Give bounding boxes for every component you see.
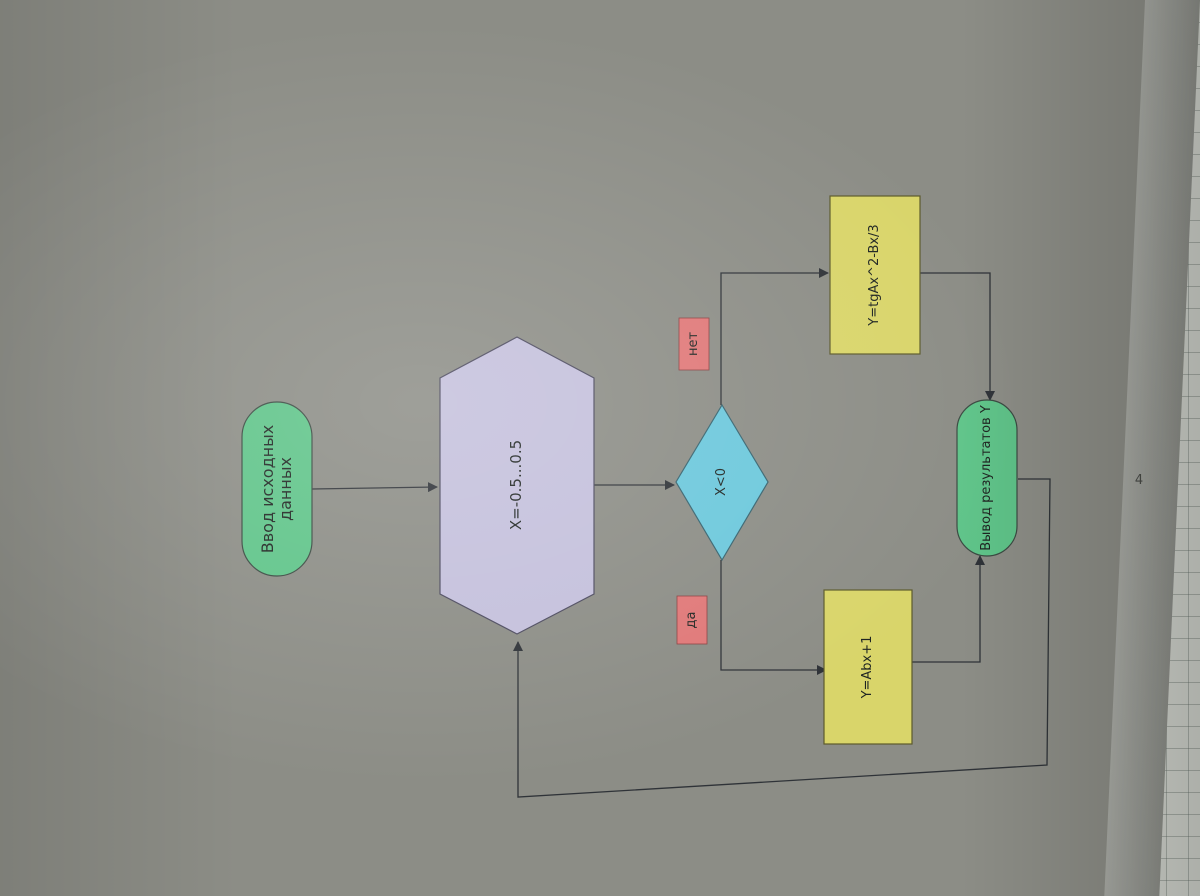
edge-condition-no bbox=[720, 268, 829, 405]
condition-diamond bbox=[675, 403, 769, 562]
input-terminal-label: Ввод исходных данных bbox=[257, 424, 295, 554]
edge-condition-yes bbox=[720, 560, 827, 675]
edge-label-yes-box bbox=[676, 595, 708, 645]
edge-no-to-output bbox=[920, 272, 995, 401]
edge-output-loopback bbox=[513, 478, 1051, 798]
input-terminal bbox=[241, 401, 313, 577]
edge-label-no-box bbox=[678, 317, 710, 371]
page-indicator: 4 bbox=[1134, 473, 1144, 488]
output-terminal-label: Вывод результатов Y bbox=[978, 405, 994, 551]
process-yes-box bbox=[823, 589, 913, 745]
process-yes-label: Y=Abx+1 bbox=[859, 635, 875, 699]
edge-label-yes: да bbox=[683, 611, 699, 629]
process-no-box bbox=[829, 195, 921, 355]
loop-hexagon bbox=[439, 336, 595, 635]
edge-input-to-loop bbox=[311, 482, 438, 493]
output-terminal bbox=[956, 399, 1018, 557]
edge-yes-to-output bbox=[912, 555, 985, 663]
loop-label: X=-0.5...0.5 bbox=[507, 439, 526, 531]
condition-label: X<0 bbox=[713, 467, 729, 497]
edge-label-no: нет bbox=[685, 331, 701, 357]
process-no-label: Y=tgAx^2-Bx/3 bbox=[866, 224, 882, 326]
